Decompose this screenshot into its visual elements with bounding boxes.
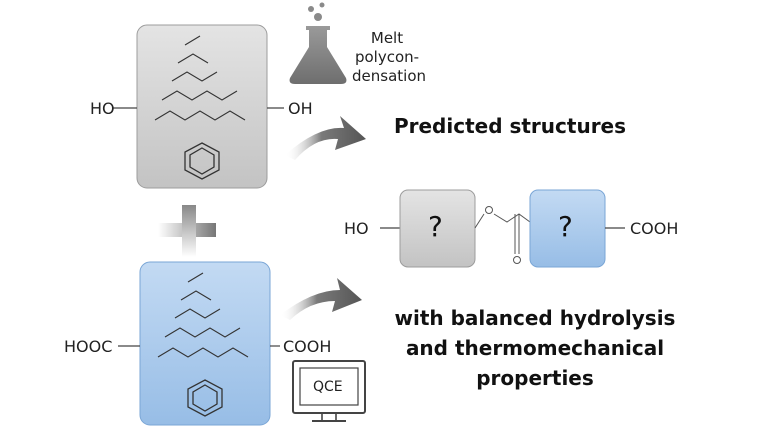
polymer-left-group-label: HO: [344, 219, 369, 238]
flask-icon: [289, 2, 347, 84]
polymer-right-group-label: COOH: [630, 219, 679, 238]
process-label-line: densation: [352, 67, 426, 85]
headline-line: and thermomechanical: [405, 336, 665, 360]
diol-right-group-label: OH: [288, 99, 313, 118]
process-label: Melt polycon- densation: [352, 29, 426, 86]
alkyl-chains: [154, 35, 246, 121]
headline-predicted-structures: Predicted structures: [393, 114, 627, 138]
predicted-polymer-structure: [380, 189, 625, 268]
headline-properties: with balanced hydrolysis and thermomecha…: [385, 303, 685, 393]
computer-monitor-icon: [292, 360, 366, 422]
qce-label: QCE: [313, 379, 343, 395]
curved-arrow-icon: [280, 278, 362, 320]
benzene-ring-icon: [187, 379, 223, 417]
diacid-monomer-box: [118, 261, 280, 426]
curved-arrow-icon: [285, 116, 366, 160]
headline-line: properties: [476, 366, 594, 390]
headline-line: with balanced hydrolysis: [394, 306, 676, 330]
benzene-ring-icon: [184, 142, 220, 180]
process-label-line: Melt: [370, 29, 404, 47]
diacid-left-group-label: HOOC: [64, 337, 113, 356]
diol-left-group-label: HO: [90, 99, 115, 118]
unknown-segment-right: ?: [558, 210, 573, 243]
process-label-line: polycon-: [354, 48, 420, 66]
diol-monomer-box: [112, 24, 284, 189]
ester-linkage: [474, 206, 531, 264]
diacid-right-group-label: COOH: [283, 337, 332, 356]
unknown-segment-left: ?: [428, 210, 443, 243]
plus-icon: [158, 205, 216, 257]
alkyl-chains-acid: [157, 272, 249, 358]
